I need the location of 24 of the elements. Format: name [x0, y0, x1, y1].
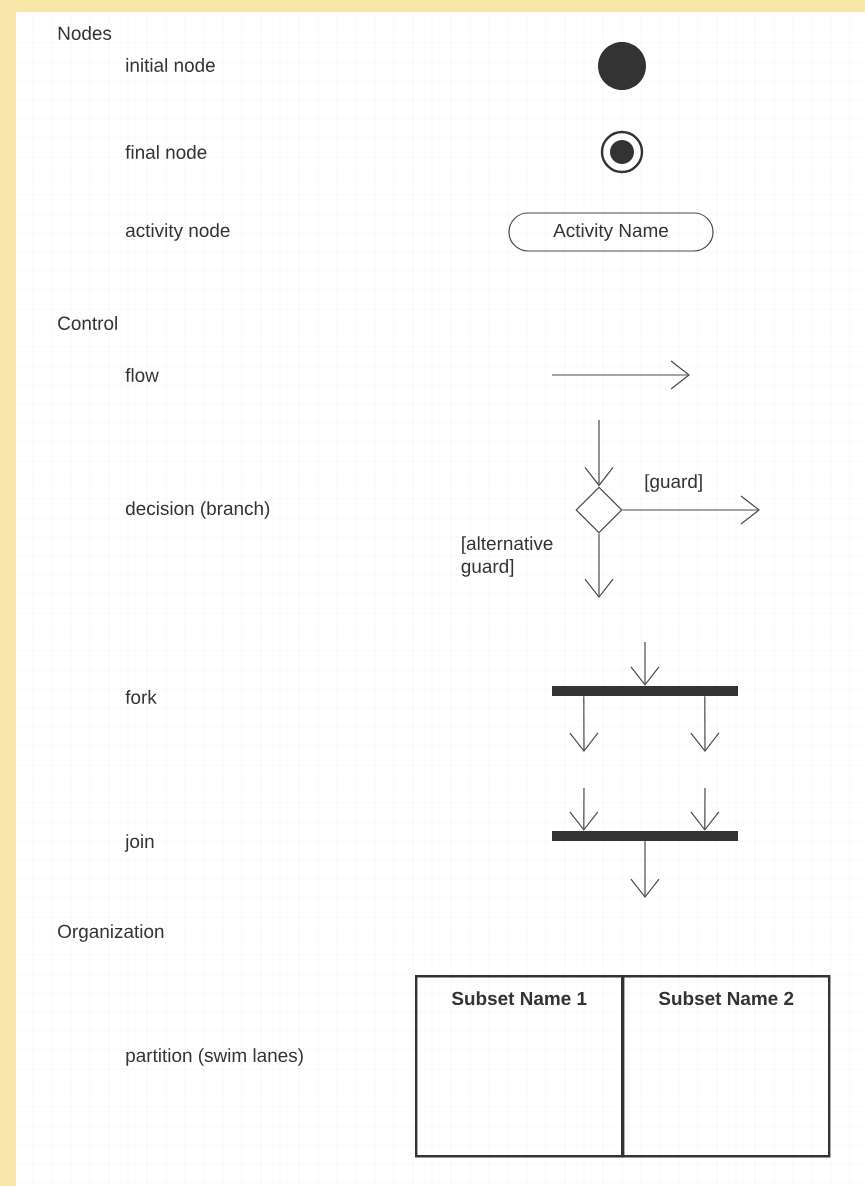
- sync-bar: [552, 686, 738, 696]
- symbol-label: flow: [125, 368, 159, 382]
- swim-lane: Subset Name 1: [415, 975, 624, 1158]
- decision-diamond: [575, 486, 623, 534]
- symbol-label: initial node: [126, 58, 215, 72]
- arrow: [584, 419, 614, 487]
- section-heading: Organization: [58, 924, 164, 942]
- symbol-label: join: [124, 834, 154, 852]
- edge-label: [guard]: [645, 474, 702, 492]
- initial-node-dot: [598, 42, 646, 90]
- arrow: [622, 495, 760, 525]
- final-node-symbol: [600, 130, 644, 174]
- arrow: [584, 533, 614, 598]
- sync-bar: [552, 831, 738, 841]
- section-heading: Nodes: [58, 26, 112, 40]
- symbol-label: final node: [125, 145, 207, 159]
- section-heading: Control: [58, 316, 117, 330]
- symbol-label: decision (branch): [126, 501, 270, 519]
- symbol-label: fork: [125, 690, 157, 704]
- swim-lane: Subset Name 2: [622, 975, 831, 1158]
- edge-label: [alternative guard]: [461, 536, 553, 577]
- symbol-label: partition (swim lanes): [126, 1048, 303, 1066]
- activity-node: Activity Name: [508, 212, 714, 252]
- symbol-label: activity node: [126, 223, 230, 241]
